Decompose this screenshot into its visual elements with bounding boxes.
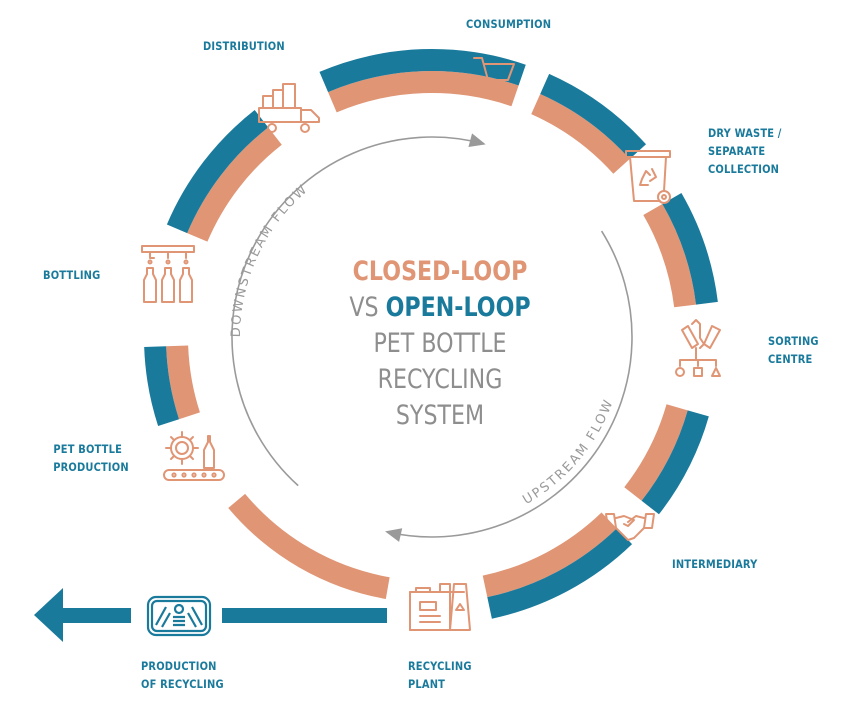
- stage-label-recycling-plant: RECYCLING PLANT: [408, 657, 472, 693]
- closed-loop-ring-segment: [624, 404, 688, 501]
- label-line: DISTRIBUTION: [203, 39, 285, 53]
- label-line: PLANT: [408, 677, 446, 691]
- title-line-3: PET BOTTLE: [373, 328, 507, 359]
- open-loop-ring-segment: [487, 528, 633, 619]
- closed-loop-ring-segment: [328, 70, 519, 113]
- title-closed-loop: CLOSED-LOOP: [352, 256, 528, 287]
- downstream-flow-label: DOWNSTREAM FLOW: [229, 181, 311, 337]
- label-line: COLLECTION: [708, 162, 780, 176]
- label-line: RECYCLING: [408, 659, 472, 673]
- stage-label-consumption: CONSUMPTION: [466, 15, 551, 33]
- label-line: DRY WASTE /: [708, 126, 782, 140]
- label-line: INTERMEDIARY: [672, 557, 758, 571]
- label-line: SORTING: [768, 334, 819, 348]
- label-line: PRODUCTION: [141, 659, 217, 673]
- shopping-cart-icon: [473, 57, 515, 93]
- label-line: CONSUMPTION: [466, 17, 552, 31]
- label-line: OF RECYCLING: [141, 677, 224, 691]
- closed-loop-ring-segment: [531, 93, 630, 174]
- upstream-arrow-head: [385, 528, 403, 542]
- open-loop-ring-segment: [144, 346, 180, 426]
- stage-label-pet-bottle-production: PET BOTTLE PRODUCTION: [53, 440, 129, 476]
- ring-segments: [144, 48, 718, 619]
- open-loop-arrow-head: [34, 588, 63, 642]
- factory-icon: [409, 583, 471, 631]
- open-loop-exit-bar: [222, 608, 387, 623]
- closed-loop-ring-segment: [228, 493, 390, 599]
- diagram-title: CLOSED-LOOP VS OPEN-LOOP PET BOTTLE RECY…: [320, 254, 560, 434]
- downstream-arrow-head: [468, 133, 486, 147]
- handshake-icon: [605, 513, 655, 541]
- stage-label-production-of-recycling: PRODUCTION OF RECYCLING: [141, 657, 224, 693]
- downstream-flow-arc: [231, 136, 484, 487]
- label-line: CENTRE: [768, 352, 813, 366]
- gear-conveyor-icon: [163, 431, 225, 481]
- bottling-line-icon: [141, 245, 195, 303]
- open-loop-ring-segment: [540, 73, 647, 160]
- sorting-icon: [675, 319, 721, 377]
- closed-loop-ring-segment: [482, 512, 617, 598]
- title-line-5: SYSTEM: [395, 400, 485, 431]
- open-loop-arrow-shaft: [63, 608, 131, 623]
- upstream-flow-arc: [386, 230, 633, 538]
- recycling-bin-icon: [625, 150, 671, 204]
- title-vs: VS: [349, 292, 379, 323]
- label-line: PET BOTTLE: [53, 442, 122, 456]
- label-line: BOTTLING: [43, 268, 101, 282]
- open-loop-ring-segment: [166, 110, 269, 234]
- stage-label-dry-waste: DRY WASTE / SEPARATE COLLECTION: [708, 124, 782, 178]
- delivery-truck-icon: [258, 83, 320, 133]
- open-loop-ring-segment: [662, 193, 718, 305]
- closed-loop-ring-segment: [166, 345, 200, 420]
- title-open-loop: OPEN-LOOP: [385, 292, 531, 323]
- stage-label-sorting-centre: SORTING CENTRE: [768, 332, 819, 368]
- recycled-tray-icon: [146, 595, 212, 637]
- stage-label-distribution: DISTRIBUTION: [203, 37, 285, 55]
- label-line: PRODUCTION: [53, 460, 129, 474]
- open-loop-ring-segment: [641, 410, 709, 515]
- stage-label-intermediary: INTERMEDIARY: [672, 555, 758, 573]
- label-line: SEPARATE: [708, 144, 766, 158]
- closed-loop-ring-segment: [187, 127, 282, 242]
- title-line-4: RECYCLING: [377, 364, 503, 395]
- title-vs-line: VS OPEN-LOOP: [342, 290, 539, 326]
- closed-loop-ring-segment: [643, 204, 697, 308]
- open-loop-ring-segment: [319, 48, 526, 93]
- stage-label-bottling: BOTTLING: [43, 266, 100, 284]
